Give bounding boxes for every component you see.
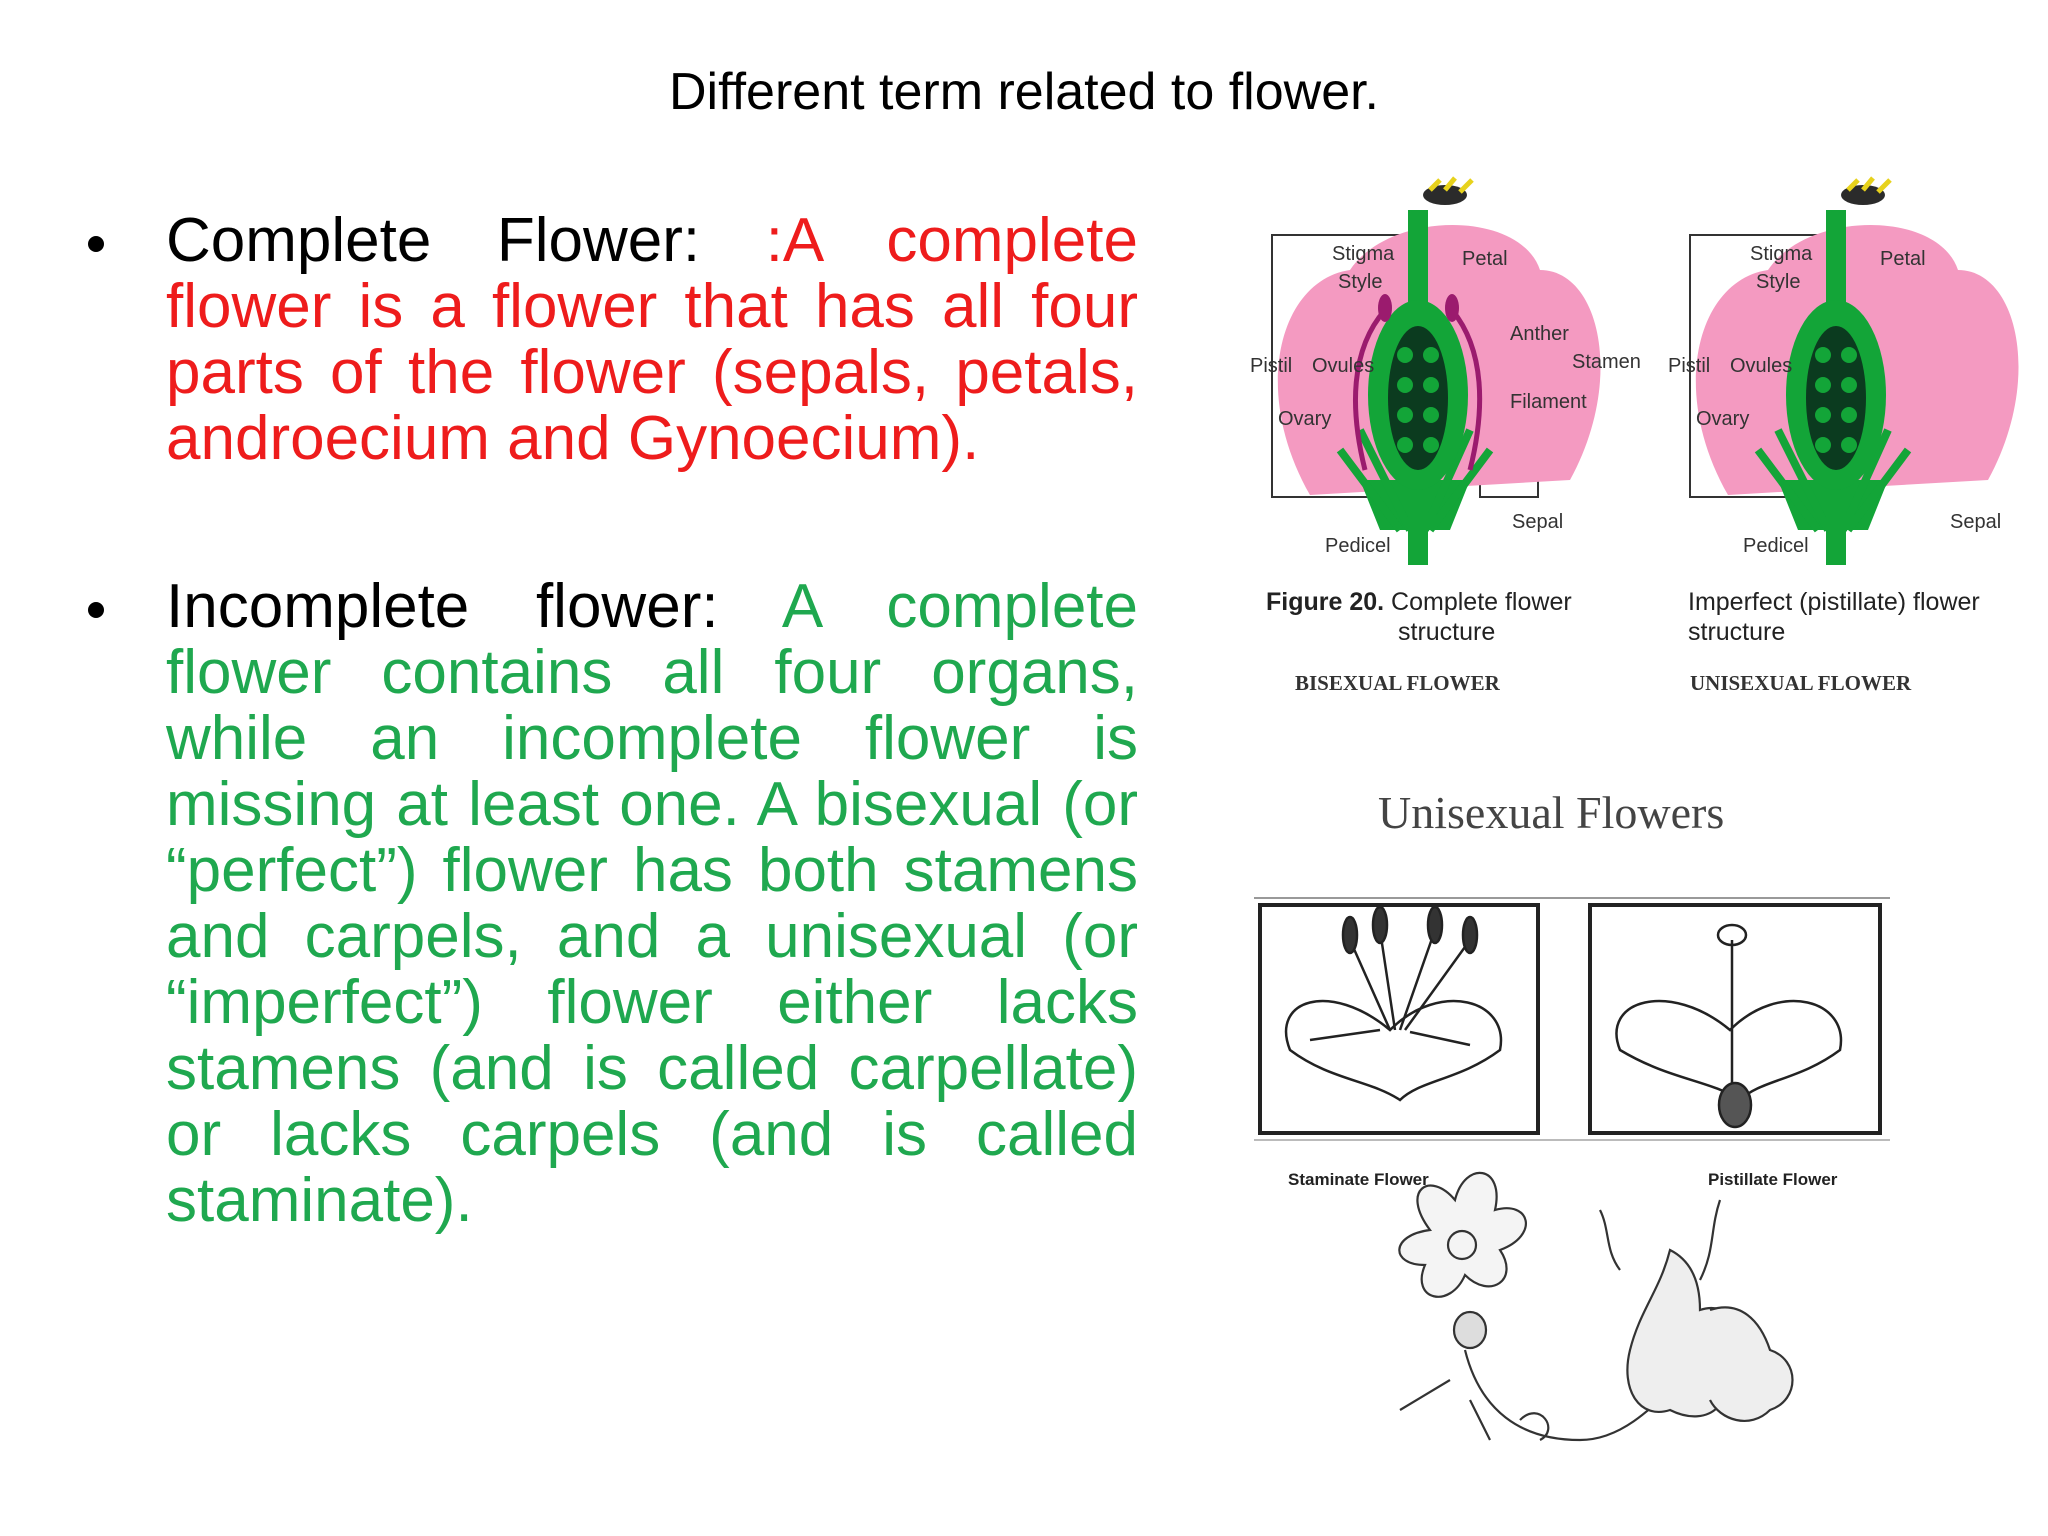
caption-figure-number: Figure 20. <box>1266 588 1384 616</box>
label-ovary: Ovary <box>1696 408 1749 430</box>
label-stamen: Stamen <box>1572 351 1641 373</box>
label-sepal: Sepal <box>1950 511 2001 533</box>
figure-subtitle: BISEXUAL FLOWER <box>1295 671 1501 695</box>
label-pedicel: Pedicel <box>1743 535 1809 557</box>
bullet-complete-flower: Complete Flower: :A complete flower is a… <box>88 208 1138 472</box>
staminate-flower-sketch <box>1284 905 1503 1102</box>
unisexual-sketch-panel: Staminate Flower Pistillate Flower <box>1254 897 1890 1189</box>
bullet-definition: :A complete flower is a flower that has … <box>166 206 1138 473</box>
label-ovary: Ovary <box>1278 408 1331 430</box>
label-pistil: Pistil <box>1250 355 1292 377</box>
pistillate-label: Pistillate Flower <box>1708 1170 1838 1189</box>
label-filament: Filament <box>1510 391 1587 413</box>
complete-flower-diagram: Stigma Style Petal Anther Stamen Pistil … <box>1250 176 1641 695</box>
bullet-definition: A complete flower contains all four orga… <box>166 572 1139 1235</box>
figure-caption-line2: structure <box>1398 618 1495 646</box>
pistillate-flower-sketch <box>1615 923 1843 1129</box>
figure-caption-line1: Figure 20. Complete flower <box>1266 588 1572 616</box>
figure-area: Stigma Style Petal Anther Stamen Pistil … <box>1240 150 2040 1450</box>
label-petal: Petal <box>1880 248 1926 270</box>
label-ovules: Ovules <box>1312 355 1374 377</box>
label-anther: Anther <box>1510 323 1569 345</box>
bullet-list: Complete Flower: :A complete flower is a… <box>88 208 1138 1234</box>
label-petal: Petal <box>1462 248 1508 270</box>
label-pistil: Pistil <box>1668 355 1710 377</box>
bullet-term: Complete Flower: <box>166 206 766 275</box>
figure-subtitle: UNISEXUAL FLOWER <box>1690 671 1912 695</box>
label-style: Style <box>1756 271 1800 293</box>
staminate-label: Staminate Flower <box>1288 1170 1429 1189</box>
figure-caption-line1: Imperfect (pistillate) flower <box>1688 588 1980 616</box>
figure-caption-line2: structure <box>1688 618 1785 646</box>
bee-icon <box>1841 176 1892 205</box>
label-stigma: Stigma <box>1750 243 1813 265</box>
unisexual-heading: Unisexual Flowers <box>1378 787 1724 838</box>
label-style: Style <box>1338 271 1382 293</box>
label-pedicel: Pedicel <box>1325 535 1391 557</box>
bee-icon <box>1423 176 1474 205</box>
bullet-incomplete-flower: Incomplete flower: A complete flower con… <box>88 574 1138 1234</box>
label-stigma: Stigma <box>1332 243 1395 265</box>
slide-title: Different term related to flower. <box>668 63 1380 121</box>
squash-plant-sketch <box>1398 1171 1794 1442</box>
bullet-dot-icon <box>88 602 104 618</box>
label-sepal: Sepal <box>1512 511 1563 533</box>
caption-text: Complete flower <box>1391 588 1572 616</box>
bullet-dot-icon <box>88 236 104 252</box>
bullet-term: Incomplete flower: <box>166 572 782 641</box>
label-ovules: Ovules <box>1730 355 1792 377</box>
imperfect-flower-diagram: Stigma Style Petal Pistil Ovules Ovary S… <box>1668 176 2019 695</box>
